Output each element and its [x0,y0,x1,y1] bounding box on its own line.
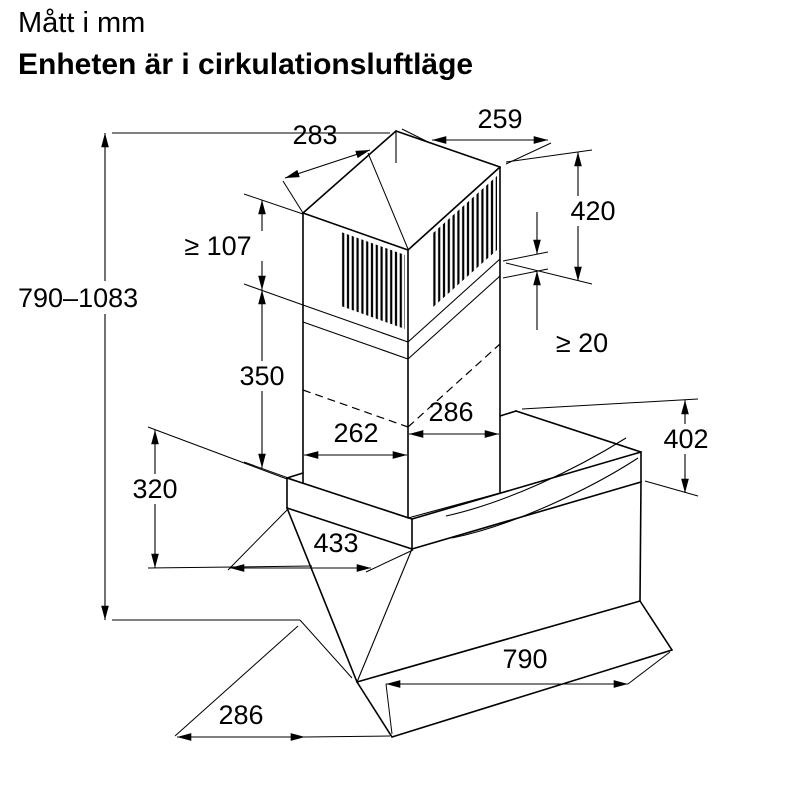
dim-label-chimney-width: 283 [292,120,337,150]
dim-label-right-height: 402 [663,424,708,454]
dim-lower-duct-height: 350 [231,290,306,485]
vent-slots-left [341,232,405,329]
dim-overall-height: 790–1083 [14,132,390,679]
dim-hood-width: 790 [385,644,671,735]
chimney-duct [302,130,501,519]
telescopic-dashed-line [302,343,501,428]
dim-label-min-overlap: ≥ 20 [556,328,608,358]
curved-glass-edge [445,437,627,517]
dim-label-left-height: 320 [132,474,177,504]
dim-upper-duct-height: 420 [505,149,624,285]
dim-label-hood-width: 790 [502,644,547,674]
curved-glass-edge-lower [451,457,639,539]
dim-label-lower-duct-height: 350 [239,361,284,391]
hood-body [286,410,673,738]
dim-label-body-width: 433 [313,528,358,558]
dim-label-duct-base-width: 262 [333,418,378,448]
dim-label-top-clearance: ≥ 107 [184,231,251,261]
dim-left-height: 320 [124,426,313,569]
dim-top-clearance: ≥ 107 [172,193,304,306]
dim-label-duct-base-depth: 286 [428,397,473,427]
dim-bottom-depth: 286 [174,625,391,741]
dim-label-chimney-depth: 259 [477,104,522,134]
dim-chimney-width: 283 [282,120,409,250]
dim-body-width: 433 [227,508,414,573]
mode-label: Enheten är i cirkulationsluftläge [18,48,473,81]
units-label: Mått i mm [18,7,145,39]
dim-duct-base-depth: 286 [409,397,499,438]
vent-slots-right [432,176,497,308]
dim-min-overlap: ≥ 20 [502,212,608,358]
dim-label-overall-height: 790–1083 [18,283,138,313]
dim-chimney-depth: 259 [401,104,552,165]
dim-label-bottom-depth: 286 [218,700,263,730]
dim-label-upper-duct-height: 420 [570,196,615,226]
dim-right-height: 402 [521,398,718,497]
dim-duct-base-width: 262 [304,418,407,459]
